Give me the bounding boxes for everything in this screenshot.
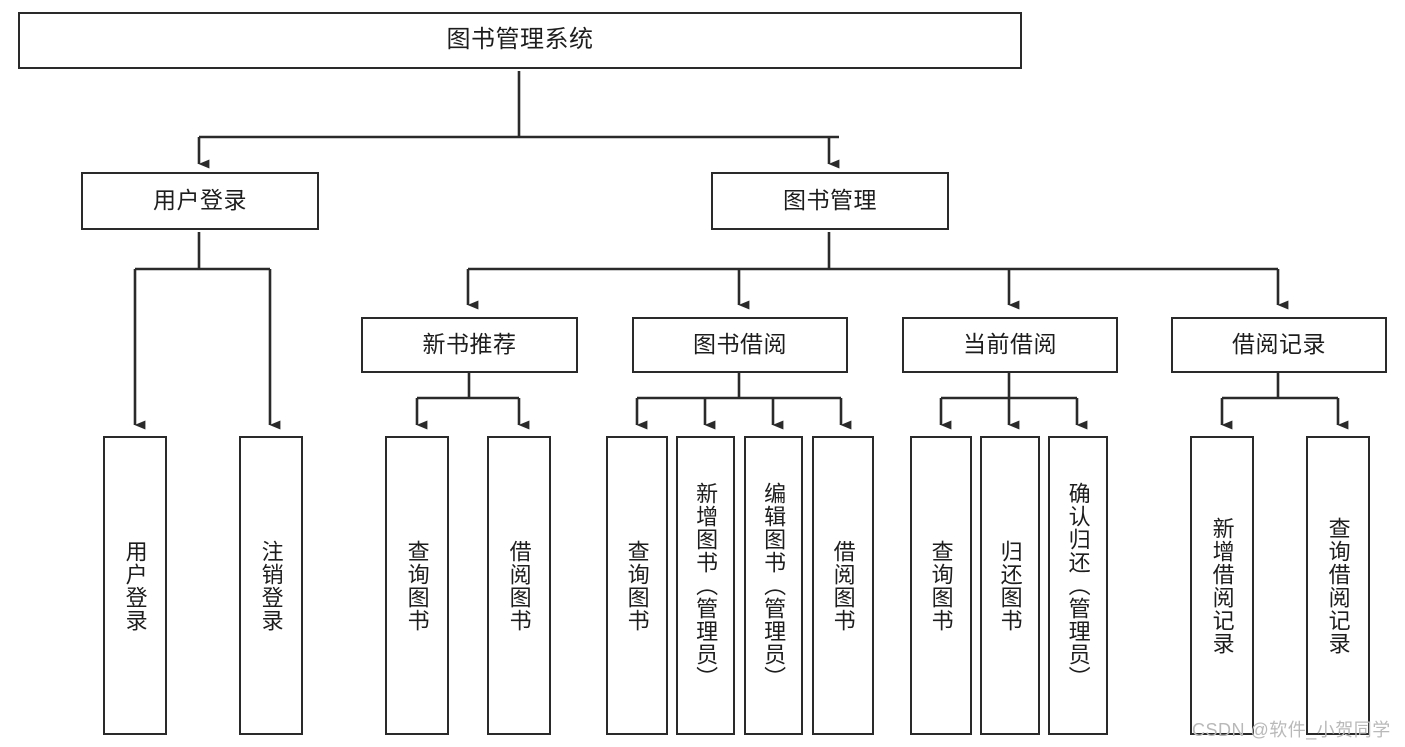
node-label: 图书管理 xyxy=(783,187,877,214)
leaf-query-borrow-record[interactable]: 查询借阅记录 xyxy=(1306,436,1370,735)
leaf-borrow-books-recommend[interactable]: 借阅图书 xyxy=(487,436,551,735)
leaf-query-books-borrow[interactable]: 查询图书 xyxy=(606,436,668,735)
node-borrowing-records[interactable]: 借阅记录 xyxy=(1171,317,1387,373)
node-label: 注销登录 xyxy=(258,539,284,632)
node-label: 归还图书 xyxy=(997,539,1023,632)
leaf-add-borrow-record[interactable]: 新增借阅记录 xyxy=(1190,436,1254,735)
node-label: 用户登录 xyxy=(153,187,247,214)
node-label: 确认归还（管理员） xyxy=(1065,482,1091,689)
node-label: 借阅记录 xyxy=(1232,331,1326,358)
leaf-user-login[interactable]: 用户登录 xyxy=(103,436,167,735)
node-label: 新书推荐 xyxy=(422,331,517,358)
node-label: 查询图书 xyxy=(928,539,954,632)
node-label: 查询借阅记录 xyxy=(1325,516,1351,655)
node-root-book-management-system[interactable]: 图书管理系统 xyxy=(18,12,1022,69)
leaf-confirm-return-admin[interactable]: 确认归还（管理员） xyxy=(1048,436,1108,735)
watermark: CSDN @软件_小贺同学 xyxy=(1192,720,1391,740)
node-label: 图书管理系统 xyxy=(446,26,594,54)
node-book-borrowing[interactable]: 图书借阅 xyxy=(632,317,848,373)
leaf-borrow-books[interactable]: 借阅图书 xyxy=(812,436,874,735)
node-label: 查询图书 xyxy=(404,539,430,632)
node-new-book-recommendation[interactable]: 新书推荐 xyxy=(361,317,578,373)
node-label: 当前借阅 xyxy=(963,331,1057,358)
node-label: 用户登录 xyxy=(122,539,148,632)
node-label: 图书借阅 xyxy=(693,331,787,358)
leaf-query-books-current[interactable]: 查询图书 xyxy=(910,436,972,735)
leaf-logout[interactable]: 注销登录 xyxy=(239,436,303,735)
leaf-add-book-admin[interactable]: 新增图书（管理员） xyxy=(676,436,735,735)
node-label: 借阅图书 xyxy=(506,539,532,632)
node-current-borrowing[interactable]: 当前借阅 xyxy=(902,317,1118,373)
leaf-edit-book-admin[interactable]: 编辑图书（管理员） xyxy=(744,436,803,735)
leaf-query-books-recommend[interactable]: 查询图书 xyxy=(385,436,449,735)
node-user-login[interactable]: 用户登录 xyxy=(81,172,319,230)
node-label: 编辑图书（管理员） xyxy=(761,482,787,689)
leaf-return-books[interactable]: 归还图书 xyxy=(980,436,1040,735)
node-label: 新增图书（管理员） xyxy=(693,482,719,689)
node-book-management[interactable]: 图书管理 xyxy=(711,172,949,230)
node-label: 新增借阅记录 xyxy=(1209,516,1235,655)
node-label: 借阅图书 xyxy=(830,539,856,632)
node-label: 查询图书 xyxy=(624,539,650,632)
